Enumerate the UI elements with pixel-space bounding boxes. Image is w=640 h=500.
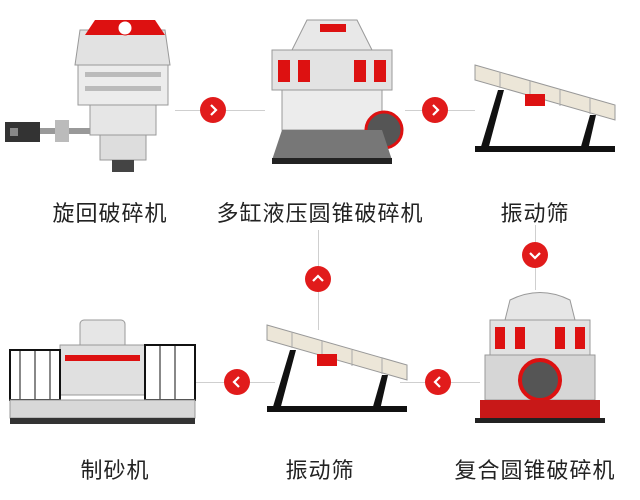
arrow-left-icon xyxy=(425,369,451,395)
step-label-vibrating-screen-1: 振动筛 xyxy=(500,202,570,227)
step-label-vibrating-screen-2: 振动筛 xyxy=(285,459,355,484)
arrow-left-icon xyxy=(224,369,250,395)
compound-cone-crusher-icon xyxy=(470,285,610,425)
arrow-right-icon xyxy=(422,97,448,123)
sand-making-machine-icon xyxy=(5,315,200,435)
arrow-down-icon xyxy=(522,242,548,268)
gyratory-crusher-icon xyxy=(0,10,180,180)
arrow-right-icon xyxy=(200,97,226,123)
step-label-sand-making-machine: 制砂机 xyxy=(80,459,150,484)
multi-cylinder-hydraulic-cone-crusher-icon xyxy=(252,10,412,170)
vibrating-screen-icon xyxy=(470,60,620,155)
step-label-gyratory-crusher: 旋回破碎机 xyxy=(52,202,168,227)
step-label-compound-cone-crusher: 复合圆锥破碎机 xyxy=(454,459,616,484)
arrow-up-icon xyxy=(305,266,331,292)
step-label-multi-cylinder-cone-crusher: 多缸液压圆锥破碎机 xyxy=(216,202,424,227)
vibrating-screen-icon xyxy=(262,320,412,415)
